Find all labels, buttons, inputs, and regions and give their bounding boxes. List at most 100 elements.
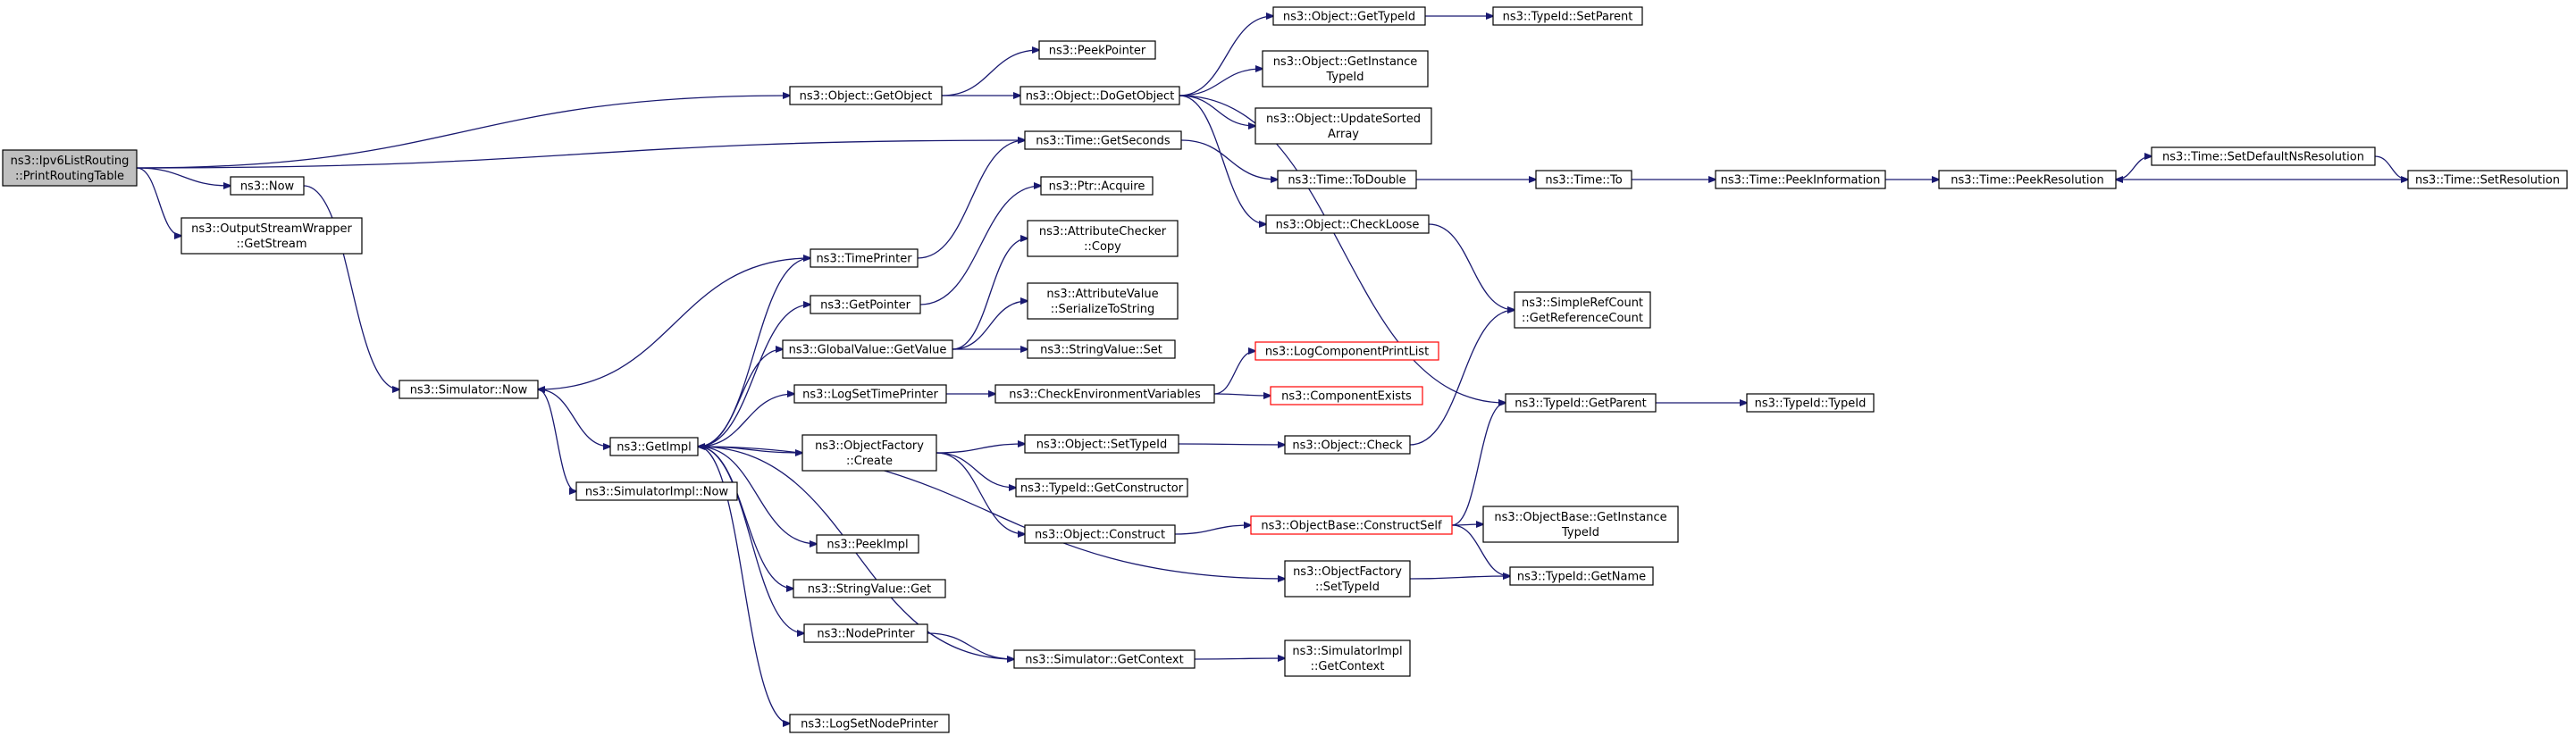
edge-n18-to-n32 [1179, 95, 1266, 224]
node-ns3-object-settypeid[interactable]: ns3::Object::SetTypeId [1024, 434, 1179, 454]
node-ns3-time-setdefaultnsresolution[interactable]: ns3::Time::SetDefaultNsResolution [2151, 146, 2376, 166]
node-box [1505, 393, 1657, 413]
node-ns3-object-checkloose[interactable]: ns3::Object::CheckLoose [1265, 214, 1430, 234]
node-ns3-typeid-getname[interactable]: ns3::TypeId::GetName [1509, 566, 1654, 586]
node-box [2151, 146, 2376, 166]
node-ns3-stringvalue-set[interactable]: ns3::StringValue::Set [1027, 339, 1176, 359]
node-ns3-time-setresolution[interactable]: ns3::Time::SetResolution [2407, 170, 2568, 189]
node-label: ::SetTypeId [1315, 581, 1380, 594]
node-ns3-attributevalue-serializetostring[interactable]: ns3::AttributeValue::SerializeToString [1027, 282, 1179, 320]
node-ns3-now[interactable]: ns3::Now [230, 176, 305, 196]
node-label: ns3::ComponentExists [1281, 390, 1412, 404]
node-label: ns3::Time::ToDouble [1288, 174, 1405, 188]
node-label: Array [1328, 128, 1359, 141]
node-box [1254, 107, 1432, 145]
node-ns3-object-construct[interactable]: ns3::Object::Construct [1024, 524, 1176, 544]
node-label: ns3::AttributeChecker [1039, 225, 1167, 238]
node-ns3-checkenvironmentvariables[interactable]: ns3::CheckEnvironmentVariables [994, 384, 1215, 404]
node-ns3-peekimpl[interactable]: ns3::PeekImpl [816, 534, 919, 554]
node-ns3-outputstreamwrapper-getstream[interactable]: ns3::OutputStreamWrapper::GetStream [180, 217, 363, 255]
edge-n5-to-n7 [537, 389, 576, 491]
edge-n6-to-n10 [697, 349, 783, 447]
edge-n48-to-n49 [2374, 155, 2408, 180]
node-ns3-objectbase-constructself[interactable]: ns3::ObjectBase::ConstructSelf [1250, 515, 1453, 535]
node-ns3-stringvalue-get[interactable]: ns3::StringValue::Get [793, 579, 946, 598]
node-box [2407, 170, 2568, 189]
node-box [399, 380, 539, 399]
node-ns3-object-check[interactable]: ns3::Object::Check [1284, 435, 1411, 455]
edge-n24-to-n35 [1178, 444, 1285, 445]
node-label: ns3::LogComponentPrintList [1265, 346, 1429, 359]
node-box [1027, 282, 1179, 320]
edge-n6-to-n9 [697, 305, 810, 447]
node-ns3-logcomponentprintlist[interactable]: ns3::LogComponentPrintList [1254, 341, 1439, 361]
node-ns3-simulator-getcontext[interactable]: ns3::Simulator::GetContext [1013, 649, 1196, 669]
edge-n27-to-n38 [1194, 658, 1285, 659]
node-ns3-simulatorimpl-now[interactable]: ns3::SimulatorImpl::Now [575, 481, 738, 501]
node-ns3-time-peekinformation[interactable]: ns3::Time::PeekInformation [1715, 170, 1886, 189]
edge-n6-to-n16 [697, 446, 790, 723]
edge-n26-to-n36 [1174, 525, 1251, 535]
node-ns3-objectfactory-settypeid[interactable]: ns3::ObjectFactory::SetTypeId [1284, 560, 1411, 598]
edge-n8-to-n5 [538, 257, 811, 389]
edge-n0-to-n4 [136, 140, 1025, 169]
node-ns3-typeid-typeid[interactable]: ns3::TypeId::TypeId [1746, 393, 1875, 413]
node-ns3-simulatorimpl-getcontext[interactable]: ns3::SimulatorImpl::GetContext [1284, 640, 1411, 677]
node-ns3-componentexists[interactable]: ns3::ComponentExists [1270, 386, 1423, 405]
edge-n23-to-n34 [1213, 394, 1271, 396]
node-ns3-time-peekresolution[interactable]: ns3::Time::PeekResolution [1938, 170, 2117, 189]
node-ns3-object-dogetobject[interactable]: ns3::Object::DoGetObject [1019, 86, 1180, 105]
node-ns3-object-gettypeid[interactable]: ns3::Object::GetTypeId [1272, 6, 1426, 26]
node-box [1038, 40, 1156, 60]
node-ns3-object-getobject[interactable]: ns3::Object::GetObject [789, 86, 943, 105]
node-ns3-ptr-acquire[interactable]: ns3::Ptr::Acquire [1040, 176, 1154, 196]
edge-n0-to-n1 [136, 167, 231, 186]
node-ns3-time-getseconds[interactable]: ns3::Time::GetSeconds [1024, 130, 1182, 150]
node-label: ns3::Time::SetResolution [2415, 174, 2560, 188]
node-label: ns3::GlobalValue::GetValue [789, 344, 947, 357]
node-ns3-logsettimeprinter[interactable]: ns3::LogSetTimePrinter [793, 384, 947, 404]
node-ns3-simulator-now[interactable]: ns3::Simulator::Now [399, 380, 539, 399]
node-box [1015, 478, 1188, 497]
node-label: ns3::Object::UpdateSorted [1266, 113, 1421, 126]
edge-n37-to-n44 [1409, 576, 1510, 579]
node-ns3-getpointer[interactable]: ns3::GetPointer [810, 295, 921, 314]
node-ns3-simplerefcount-getreferencecount[interactable]: ns3::SimpleRefCount::GetReferenceCount [1514, 291, 1651, 329]
node-ns3-attributechecker-copy[interactable]: ns3::AttributeChecker::Copy [1027, 220, 1179, 257]
node-ns3-typeid-getparent[interactable]: ns3::TypeId::GetParent [1505, 393, 1657, 413]
node-label: ns3::Object::GetObject [800, 90, 933, 104]
node-label: ns3::ObjectFactory [815, 439, 924, 453]
edge-n18-to-n29 [1179, 69, 1263, 96]
node-box [793, 384, 947, 404]
node-ns3-globalvalue-getvalue[interactable]: ns3::GlobalValue::GetValue [782, 339, 953, 359]
node-ns3-time-todouble[interactable]: ns3::Time::ToDouble [1277, 170, 1417, 189]
node-ns3-timeprinter[interactable]: ns3::TimePrinter [810, 248, 919, 268]
edge-n0-to-n3 [136, 96, 790, 169]
node-box [1715, 170, 1886, 189]
node-ns3-time-to[interactable]: ns3::Time::To [1535, 170, 1632, 189]
node-box [803, 623, 928, 643]
node-box [789, 714, 950, 733]
edge-n15-to-n27 [927, 632, 1014, 659]
node-label: ns3::Time::GetSeconds [1036, 135, 1171, 148]
node-ns3-logsetnodeprinter[interactable]: ns3::LogSetNodePrinter [789, 714, 950, 733]
node-box [994, 384, 1215, 404]
node-box [1019, 86, 1180, 105]
node-ns3-getimpl[interactable]: ns3::GetImpl [609, 437, 699, 456]
node-ns3-objectfactory-create[interactable]: ns3::ObjectFactory::Create [801, 434, 937, 472]
node-ns3-typeid-getconstructor[interactable]: ns3::TypeId::GetConstructor [1015, 478, 1188, 497]
node-ns3-nodeprinter[interactable]: ns3::NodePrinter [803, 623, 928, 643]
node-label: ns3::StringValue::Get [808, 583, 931, 597]
node-label: ns3::GetImpl [617, 441, 692, 455]
node-label: ns3::GetPointer [820, 299, 910, 313]
node-ns3-peekpointer[interactable]: ns3::PeekPointer [1038, 40, 1156, 60]
node-label: ns3::Object::Construct [1035, 529, 1165, 542]
node-ns3-ipv6listrouting-printroutingtable[interactable]: ns3::Ipv6ListRouting::PrintRoutingTable [2, 149, 138, 187]
node-box [1746, 393, 1875, 413]
node-ns3-typeid-setparent[interactable]: ns3::TypeId::SetParent [1492, 6, 1643, 26]
node-label: ::GetReferenceCount [1522, 312, 1643, 325]
node-box [810, 295, 921, 314]
